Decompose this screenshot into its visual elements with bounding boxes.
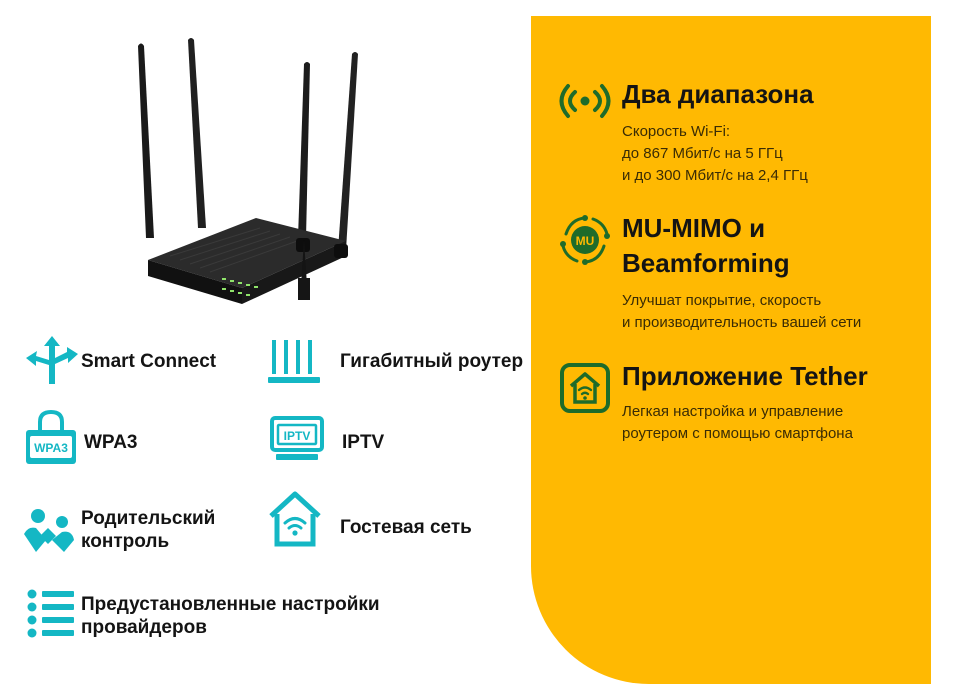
tether-desc-line2: роутером с помощью смартфона xyxy=(622,425,853,442)
iptv-label: IPTV xyxy=(342,432,385,453)
dual-band-desc: Скорость Wi-Fi: до 867 Мбит/с на 5 ГГц и… xyxy=(622,121,808,187)
dual-band-desc-line1: Скорость Wi-Fi: xyxy=(622,123,731,140)
mumimo-desc-line2: и производительность вашей сети xyxy=(622,314,862,331)
tether-desc-line1: Легкая настройка и управление xyxy=(622,403,844,420)
features-panel: Два диапазона Скорость Wi-Fi: до 867 Мби… xyxy=(531,16,931,684)
tv-icon: IPTV xyxy=(270,416,324,460)
list-icon xyxy=(27,589,74,638)
dual-band-desc-line3: и до 300 Мбит/с на 2,4 ГГц xyxy=(622,167,808,184)
dual-band-title: Два диапазона xyxy=(622,79,814,109)
gigabit-label: Гигабитный роутер xyxy=(340,351,524,372)
guest-label: Гостевая сеть xyxy=(340,517,472,538)
parental-label-line2: контроль xyxy=(81,531,170,552)
dual-band-desc-line2: до 867 Мбит/с на 5 ГГц xyxy=(622,145,783,162)
padlock-icon: WPA3 xyxy=(26,409,76,464)
mu-mimo-icon: MU xyxy=(560,215,610,265)
mumimo-desc-line1: Улучшат покрытие, скорость xyxy=(622,292,822,309)
parental-label-line1: Родительский xyxy=(81,508,216,529)
router-image xyxy=(138,38,358,304)
parental-label: Родительский контроль xyxy=(81,507,215,553)
mumimo-desc: Улучшат покрытие, скорость и производите… xyxy=(622,290,861,334)
gigabit-antenna-icon xyxy=(268,340,320,383)
tether-desc: Легкая настройка и управление роутером с… xyxy=(622,401,853,445)
mumimo-title-line1: MU-MIMO и xyxy=(622,213,766,243)
padlock-icon-text: WPA3 xyxy=(34,441,68,455)
isp-label-line1: Предустановленные настройки xyxy=(81,594,380,615)
smart-connect-label: Smart Connect xyxy=(81,351,217,372)
mumimo-title-line2: Beamforming xyxy=(622,248,790,278)
family-icon xyxy=(24,509,74,552)
home-wifi-icon xyxy=(269,491,321,547)
split-arrows-icon xyxy=(26,336,78,384)
isp-label: Предустановленные настройки провайдеров xyxy=(81,593,380,639)
tether-app-icon xyxy=(560,363,610,413)
mu-mimo-icon-text: MU xyxy=(576,234,595,248)
wireless-signal-icon xyxy=(559,84,611,118)
tether-title: Приложение Tether xyxy=(622,361,868,391)
isp-label-line2: провайдеров xyxy=(81,617,207,638)
mumimo-title: MU-MIMO и Beamforming xyxy=(622,211,790,281)
tv-icon-text: IPTV xyxy=(284,429,311,443)
wpa3-label: WPA3 xyxy=(84,432,138,453)
